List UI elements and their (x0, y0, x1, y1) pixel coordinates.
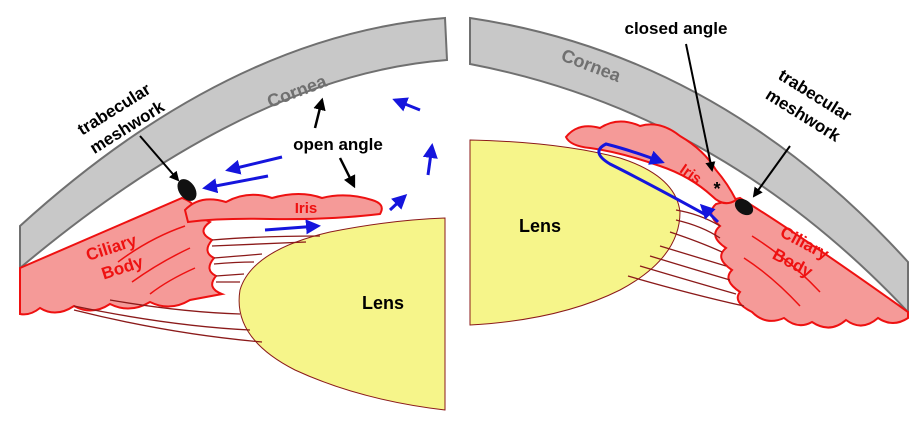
right-trabecular-meshwork (734, 198, 754, 216)
left-trabecular-meshwork (177, 179, 197, 201)
left-lens-label: Lens (362, 293, 404, 313)
left-zonule-fiber (213, 261, 255, 265)
right-aqueous-flow (597, 142, 720, 224)
right-lens (469, 139, 681, 326)
left-flow-arrow (422, 143, 438, 176)
right-zonule-fiber (649, 255, 731, 281)
left-lens (238, 217, 446, 411)
left-iris-label: Iris (295, 200, 318, 217)
right-angle-label: closed angle (625, 19, 728, 38)
left-flow-arrow (202, 174, 269, 194)
left-flow-arrow (225, 155, 283, 175)
right-panel-closed-angle: Cornea closed angle * trabecular meshwor… (469, 16, 909, 329)
left-zonule-fiber (109, 299, 241, 315)
right-zonules (627, 209, 745, 307)
right-meshwork-pointer (752, 145, 791, 198)
left-flow-arrow (392, 97, 421, 112)
left-ciliary-fold (149, 267, 196, 295)
right-zonule-fiber (675, 209, 721, 227)
left-ciliary-body (19, 196, 226, 316)
right-ciliary-body (710, 196, 909, 329)
right-zonule-fiber (675, 219, 721, 239)
right-flow-loop-arrow (597, 142, 709, 218)
right-zonule-fiber (669, 231, 723, 253)
left-zonules (73, 235, 321, 343)
left-aqueous-flow (202, 97, 438, 235)
left-zonule-fiber (215, 273, 245, 277)
left-zonule-fiber (211, 235, 321, 241)
right-zonule-fiber (627, 275, 745, 307)
left-cornea (19, 16, 449, 271)
right-ciliary-folds (743, 235, 821, 307)
right-ciliary-fold (751, 235, 821, 293)
left-ciliary-fold (131, 247, 191, 283)
open-angle-up-arrow (313, 97, 326, 129)
left-flow-arrow (388, 193, 408, 212)
left-panel-open-angle: Cornea open angle trabecular meshwork Ir… (19, 16, 449, 411)
right-annotation-arrows (685, 43, 791, 198)
right-zonule-fiber (639, 265, 737, 295)
right-flow-arrow (699, 203, 720, 224)
right-lens-label: Lens (519, 216, 561, 236)
left-annotation-arrows (139, 97, 356, 189)
left-zonule-fiber (211, 241, 307, 247)
left-zonule-fiber (73, 309, 263, 343)
right-zonule-fiber (659, 245, 727, 267)
left-ciliary-fold (117, 225, 186, 263)
left-ciliary-folds (117, 225, 196, 295)
right-angle-marker: * (713, 179, 720, 199)
right-ciliary-fold (743, 257, 801, 307)
left-flow-arrow (264, 219, 321, 235)
left-iris (183, 193, 383, 224)
left-angle-label: open angle (293, 135, 383, 154)
closed-angle-pointer (685, 43, 716, 172)
open-angle-down-arrow (338, 157, 356, 189)
left-meshwork-pointer (139, 135, 180, 182)
left-zonule-fiber (73, 305, 251, 331)
left-zonule-fiber (213, 253, 263, 259)
